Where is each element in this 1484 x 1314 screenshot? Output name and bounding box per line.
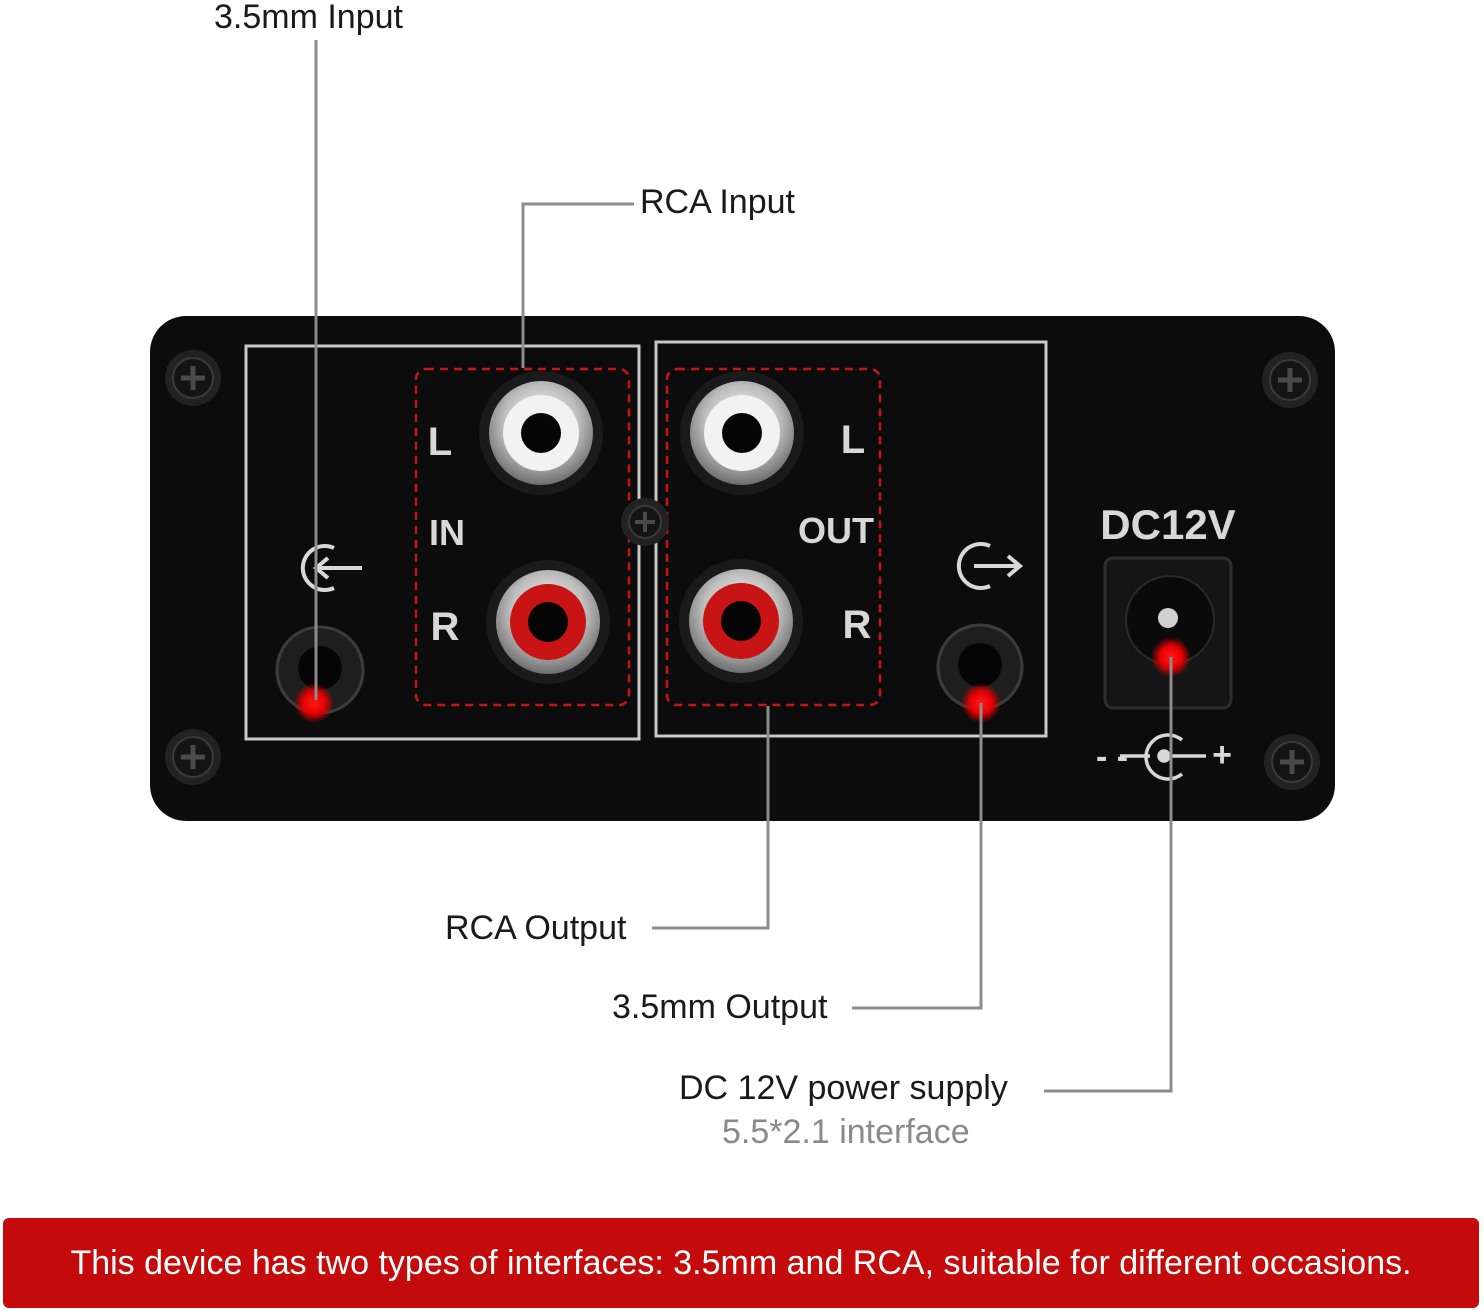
screw-top-right xyxy=(1262,352,1318,408)
dc-power-jack xyxy=(1103,556,1233,710)
rca-output-right-jack xyxy=(679,559,803,683)
screw-top-left xyxy=(165,350,221,406)
leader-output-35mm xyxy=(852,703,983,1010)
leader-rca-input xyxy=(521,202,634,368)
rca-output-right-label: R xyxy=(843,603,872,647)
leader-rca-output xyxy=(652,706,770,930)
polarity-icon xyxy=(1120,733,1206,781)
screw-center xyxy=(621,498,669,546)
rca-output-left-jack xyxy=(680,371,804,495)
output-arrow-icon xyxy=(956,542,1024,590)
screw-bottom-left xyxy=(165,729,221,785)
rca-output-left-label: L xyxy=(841,418,865,462)
rca-input-left-jack xyxy=(479,371,603,495)
callout-rca-output: RCA Output xyxy=(445,909,627,947)
polarity-plus: + xyxy=(1212,736,1232,774)
rca-input-right-label: R xyxy=(431,605,460,649)
callout-dc-power: DC 12V power supply xyxy=(679,1069,1008,1107)
info-banner-text: This device has two types of interfaces:… xyxy=(70,1243,1412,1282)
leader-dc-power xyxy=(1044,657,1173,1093)
callout-dc-interface: 5.5*2.1 interface xyxy=(722,1113,970,1151)
jack-35mm-output xyxy=(936,623,1024,711)
rca-output-label: OUT xyxy=(798,510,874,551)
screw-bottom-right xyxy=(1264,734,1320,790)
rca-input-label: IN xyxy=(429,512,465,553)
callout-35mm-output: 3.5mm Output xyxy=(612,988,828,1026)
dc-label: DC12V xyxy=(1100,501,1235,548)
polarity-minus: - - xyxy=(1096,738,1128,776)
rca-input-left-label: L xyxy=(428,420,452,464)
info-banner: This device has two types of interfaces:… xyxy=(3,1218,1479,1308)
callout-35mm-input: 3.5mm Input xyxy=(214,0,403,36)
rca-input-right-jack xyxy=(486,560,610,684)
marker-input-35mm xyxy=(294,683,334,723)
callout-rca-input: RCA Input xyxy=(640,183,795,221)
rca-output-highlight xyxy=(665,367,882,707)
